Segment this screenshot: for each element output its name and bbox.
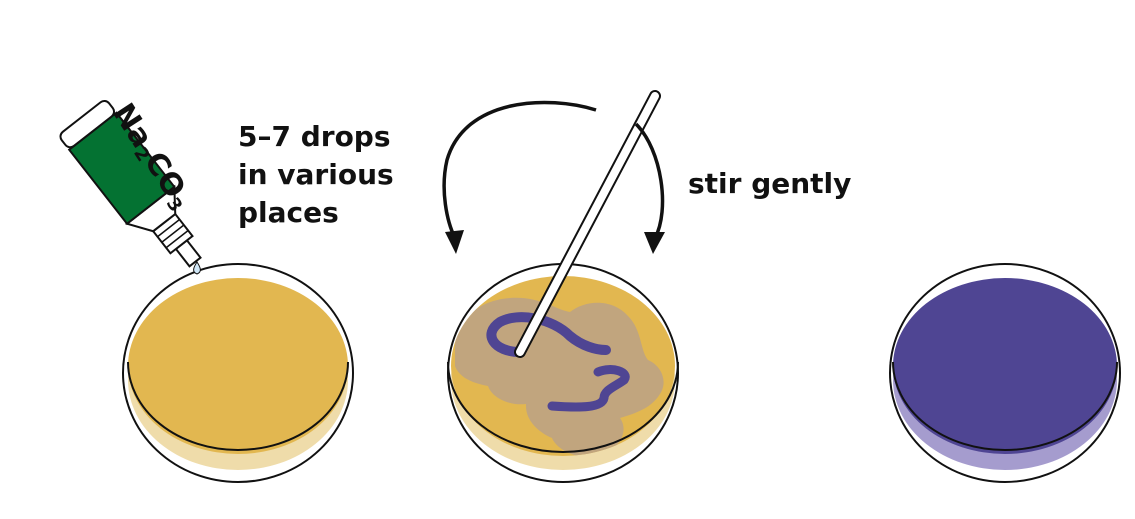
left-stir-arrow [442, 100, 597, 239]
arrowhead-icon [445, 230, 464, 254]
arrowhead-icon [644, 232, 665, 254]
stir-instruction: stir gently [688, 167, 852, 200]
stirring-rod [514, 90, 661, 358]
purple-streak [547, 365, 630, 412]
drops-instruction: 5–7 drops in various places [238, 118, 394, 232]
right-stir-arrow [634, 122, 665, 239]
yellow-solution [128, 278, 348, 454]
dish-inner-edge [447, 361, 679, 453]
water-drop [193, 261, 201, 275]
purple-streak [486, 312, 611, 357]
dish-inner-edge [892, 361, 1118, 451]
purple-solution [893, 278, 1117, 454]
drops-instruction-line: 5–7 drops [238, 120, 391, 153]
bottle-cap [59, 99, 116, 149]
circular-stir-arrows [442, 100, 665, 254]
dish-inner-edge [127, 361, 349, 451]
dropper-bottle [59, 99, 202, 268]
petri-dish-yellow [122, 263, 354, 483]
tan-mixing-zone [455, 297, 664, 456]
petri-dish-purple [889, 263, 1121, 483]
drops-instruction-line: places [238, 196, 339, 229]
drops-instruction-line: in various [238, 158, 394, 191]
petri-dish-mixing [447, 263, 679, 483]
